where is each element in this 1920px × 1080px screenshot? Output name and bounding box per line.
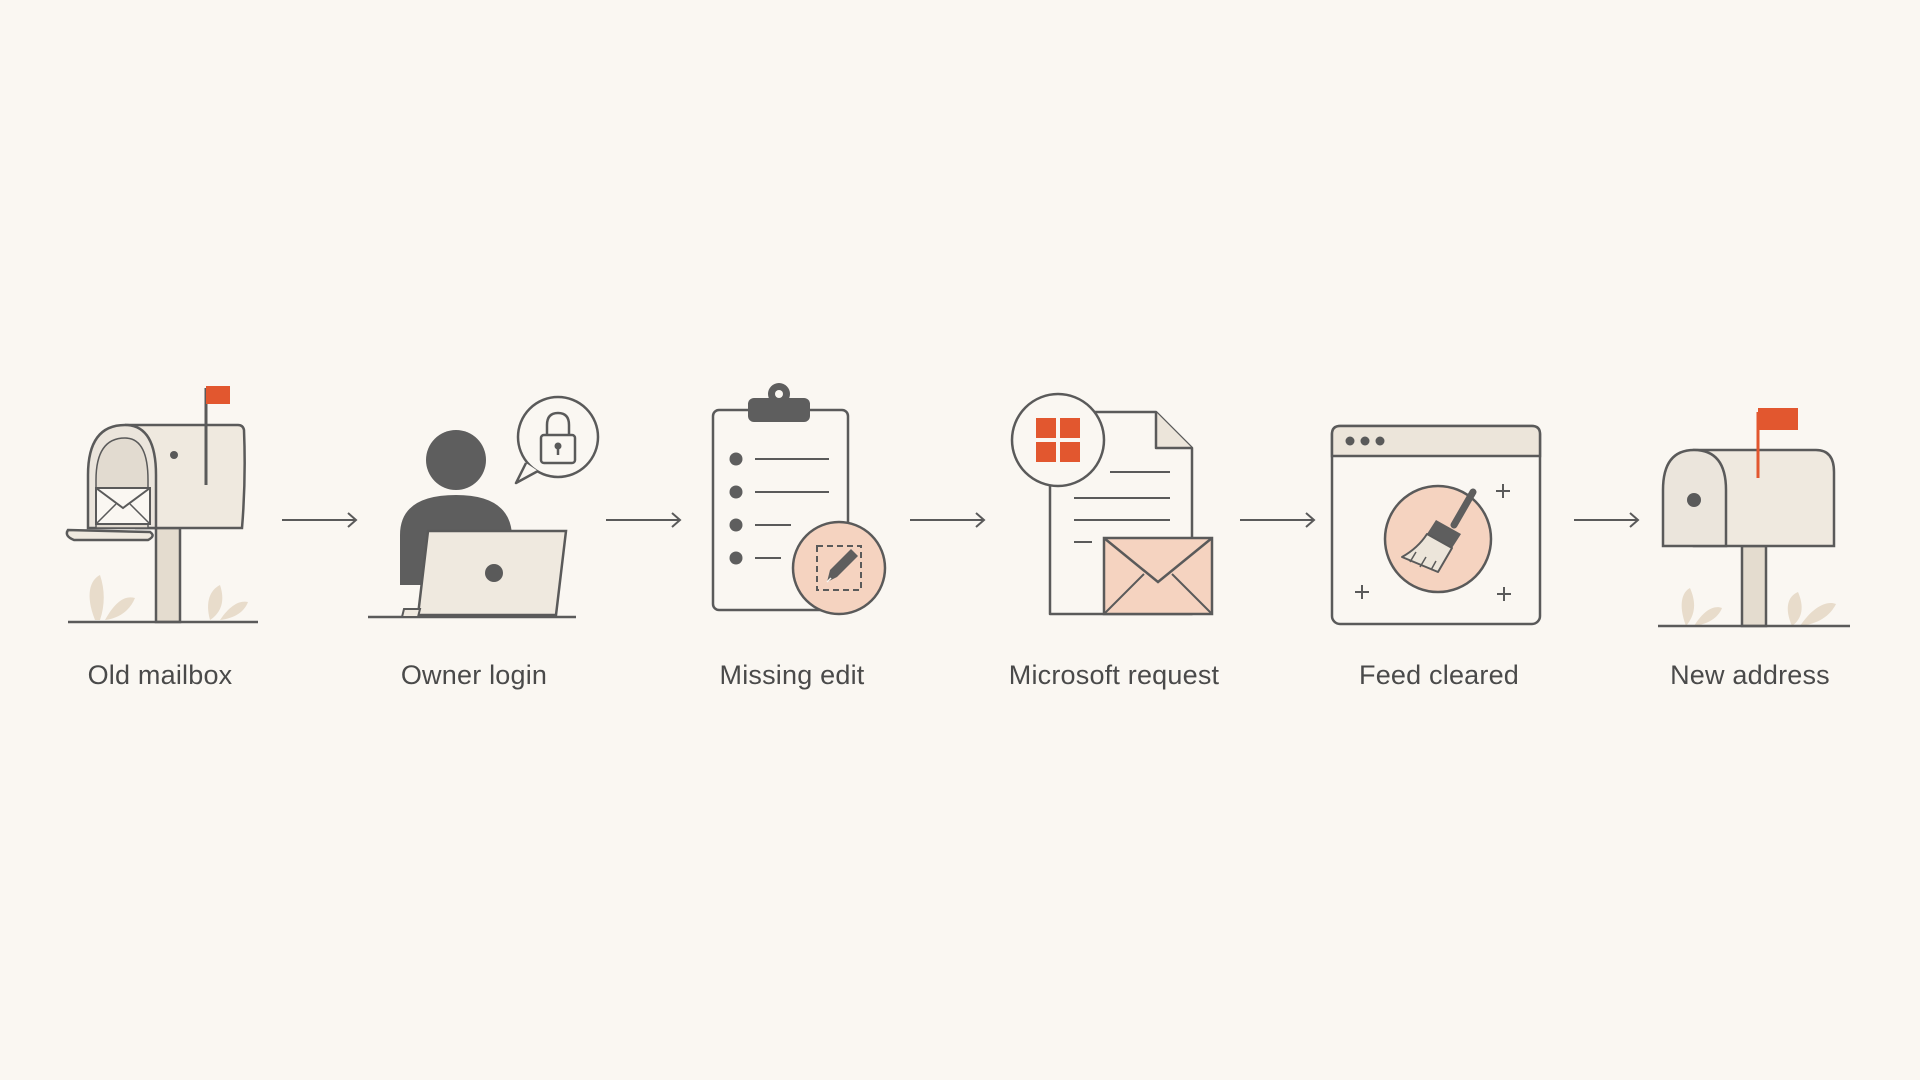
arrow-icon bbox=[604, 508, 684, 532]
step-label: Owner login bbox=[400, 660, 548, 690]
feed-cleared-icon bbox=[1330, 424, 1542, 626]
step-missing-edit bbox=[705, 380, 895, 620]
step-owner-login bbox=[360, 385, 610, 625]
step-label: Microsoft request bbox=[1008, 660, 1220, 690]
step-label: New address bbox=[1670, 660, 1830, 690]
microsoft-request-icon bbox=[1010, 392, 1214, 616]
missing-edit-icon bbox=[711, 383, 887, 616]
arrow-icon bbox=[1238, 508, 1318, 532]
step-label: Feed cleared bbox=[1359, 660, 1519, 690]
step-feed-cleared bbox=[1330, 422, 1542, 626]
step-new-address bbox=[1658, 400, 1858, 630]
step-label: Old mailbox bbox=[87, 660, 233, 690]
step-label: Missing edit bbox=[719, 660, 865, 690]
new-mailbox-icon bbox=[1658, 408, 1850, 628]
arrow-icon bbox=[280, 508, 360, 532]
step-old-mailbox bbox=[60, 380, 270, 630]
step-microsoft-request bbox=[1008, 390, 1228, 620]
arrow-icon bbox=[908, 508, 988, 532]
owner-login-icon bbox=[368, 395, 600, 619]
old-mailbox-icon bbox=[65, 386, 258, 624]
arrow-icon bbox=[1572, 508, 1642, 532]
